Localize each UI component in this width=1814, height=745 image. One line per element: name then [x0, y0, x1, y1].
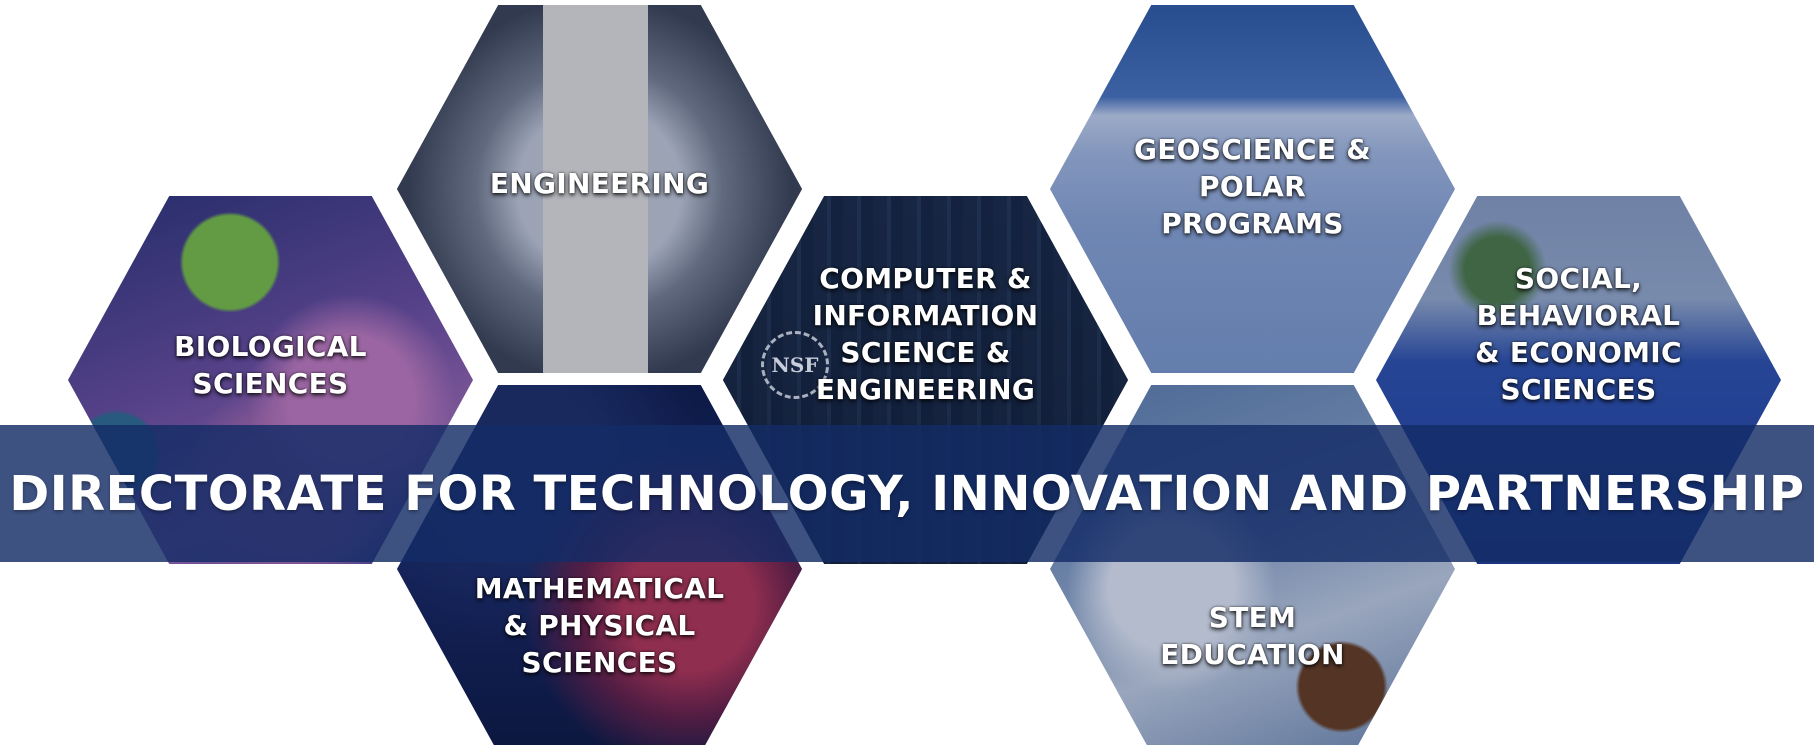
geoscience-polar-programs-label: GEOSCIENCE & POLAR PROGRAMS: [1133, 133, 1372, 240]
computer-information-science-label: COMPUTER & INFORMATION SCIENCE & ENGINEE…: [812, 262, 1039, 406]
directorate-banner: DIRECTORATE FOR TECHNOLOGY, INNOVATION A…: [0, 425, 1814, 562]
geoscience-polar-programs-image: [1050, 5, 1455, 373]
mathematical-physical-sciences-label: MATHEMATICAL & PHYSICAL SCIENCES: [474, 572, 725, 679]
hex-tile-geoscience-polar-programs[interactable]: GEOSCIENCE & POLAR PROGRAMS: [1050, 5, 1455, 373]
social-behavioral-economic-sciences-label: SOCIAL, BEHAVIORAL & ECONOMIC SCIENCES: [1475, 262, 1682, 406]
biological-sciences-label: BIOLOGICAL SCIENCES: [174, 330, 367, 400]
hex-tile-engineering[interactable]: ENGINEERING: [397, 5, 802, 373]
banner-title: DIRECTORATE FOR TECHNOLOGY, INNOVATION A…: [9, 465, 1805, 522]
engineering-label: ENGINEERING: [489, 167, 710, 200]
stem-education-label: STEM EDUCATION: [1160, 601, 1345, 671]
nsf-logo: NSF: [761, 331, 829, 399]
hex-tile-biological-sciences[interactable]: BIOLOGICAL SCIENCES: [68, 196, 473, 564]
engineering-image: [397, 5, 802, 373]
